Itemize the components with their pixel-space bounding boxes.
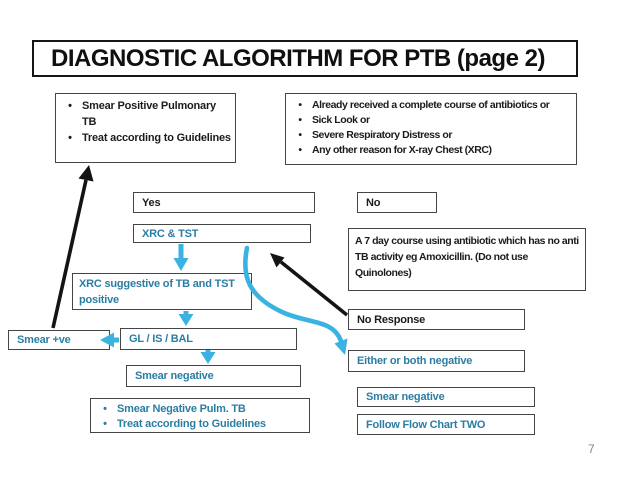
node-follow-flow-chart: Follow Flow Chart TWO [357, 414, 535, 435]
bullet-text: Sick Look or [312, 114, 370, 126]
bullet-dot: • [298, 99, 302, 111]
node-smear-negative-right-label: Smear negative [366, 391, 445, 403]
arrow-no-response-to-xrc-tst-icon [279, 260, 349, 317]
arrowhead-upleft-icon [270, 253, 285, 268]
bullet-item: • Treat according to Guidelines [93, 417, 305, 432]
bullet-item: • Treat according to Guidelines [58, 130, 231, 146]
bullet-item: • Smear Positive Pulmonary TB [58, 98, 231, 130]
bullet-dot: • [298, 129, 302, 141]
bullet-item: • Already received a complete course of … [288, 98, 572, 113]
bullet-item: • Sick Look or [288, 113, 572, 128]
page-number: 7 [588, 442, 595, 456]
bullet-dot: • [68, 100, 72, 112]
bullet-dot: • [103, 418, 107, 430]
node-either-or-both-negative: Either or both negative [348, 350, 525, 372]
arrowhead-down-icon [334, 338, 348, 355]
node-smear-positive-pulmonary-tb: • Smear Positive Pulmonary TB • Treat ac… [55, 93, 236, 163]
arrowhead-down-icon [173, 258, 189, 271]
node-either-or-both-negative-label: Either or both negative [357, 355, 473, 367]
bullet-item: • Any other reason for X-ray Chest (XRC) [288, 143, 572, 158]
bullet-item: • Smear Negative Pulm. TB [93, 402, 305, 417]
bullet-text: Treat according to Guidelines [117, 418, 266, 430]
node-gl-is-bal: GL / IS / BAL [120, 328, 297, 350]
node-smear-negative-pulm-tb: • Smear Negative Pulm. TB • Treat accord… [90, 398, 310, 433]
node-seven-day-course: A 7 day course using antibiotic which ha… [348, 228, 586, 291]
arrowhead-up-icon [78, 165, 94, 182]
bullet-text: Already received a complete course of an… [312, 99, 550, 111]
node-follow-flow-chart-label: Follow Flow Chart TWO [366, 418, 486, 431]
bullet-text: Any other reason for X-ray Chest (XRC) [312, 144, 492, 156]
bullet-text: Smear Negative Pulm. TB [117, 403, 246, 415]
slide-title: DIAGNOSTIC ALGORITHM FOR PTB (page 2) [51, 44, 545, 72]
node-yes: Yes [133, 192, 315, 213]
node-smear-positive: Smear +ve [8, 330, 110, 350]
bullet-text: Treat according to Guidelines [82, 132, 231, 144]
node-xrc-tst: XRC & TST [133, 224, 311, 243]
arrowhead-down-icon [200, 352, 216, 364]
node-no: No [357, 192, 437, 213]
slide-title-box: DIAGNOSTIC ALGORITHM FOR PTB (page 2) [32, 40, 578, 77]
node-xray-reasons: • Already received a complete course of … [285, 93, 577, 165]
node-xrc-tst-label: XRC & TST [142, 227, 199, 240]
bullet-item: • Severe Respiratory Distress or [288, 128, 572, 143]
node-no-label: No [366, 196, 381, 209]
bullet-dot: • [298, 114, 302, 126]
node-smear-negative-right: Smear negative [357, 387, 535, 407]
bullet-text: Smear Positive Pulmonary TB [82, 100, 216, 128]
node-seven-day-course-text: A 7 day course using antibiotic which ha… [355, 235, 579, 279]
node-yes-label: Yes [142, 196, 161, 209]
node-gl-is-bal-label: GL / IS / BAL [129, 333, 193, 345]
node-xrc-suggestive-label: XRC suggestive of TB and TST positive [79, 278, 235, 306]
node-smear-negative-left-label: Smear negative [135, 370, 214, 382]
node-xrc-suggestive: XRC suggestive of TB and TST positive [72, 273, 252, 310]
bullet-dot: • [68, 132, 72, 144]
node-smear-negative-left: Smear negative [126, 365, 301, 387]
node-no-response: No Response [348, 309, 525, 330]
bullet-dot: • [298, 144, 302, 156]
arrowhead-down-icon [178, 314, 194, 326]
bullet-dot: • [103, 403, 107, 415]
node-smear-positive-label: Smear +ve [17, 334, 71, 346]
bullet-text: Severe Respiratory Distress or [312, 129, 452, 141]
node-no-response-label: No Response [357, 313, 426, 326]
